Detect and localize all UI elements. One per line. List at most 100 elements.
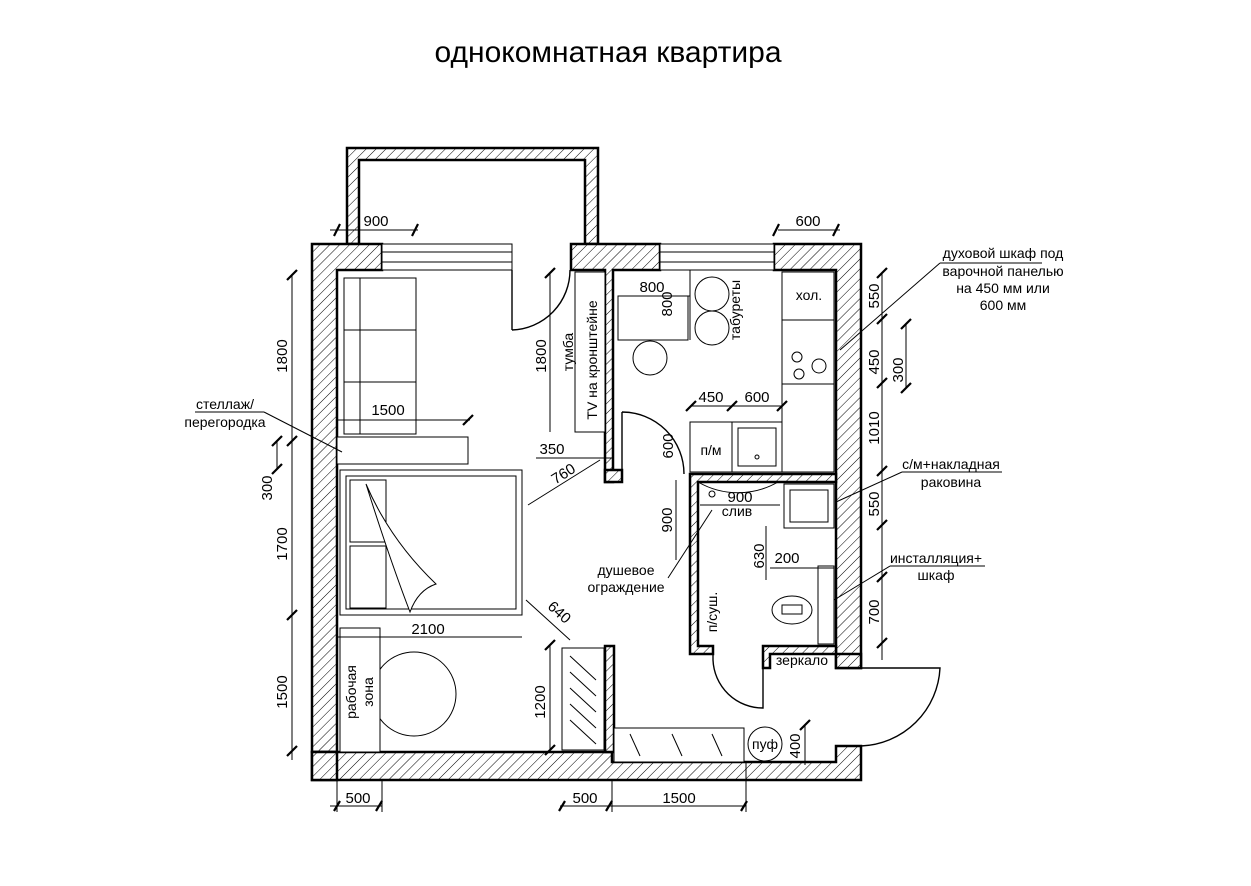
label-rabochaya: рабочая xyxy=(343,665,359,719)
counter xyxy=(781,383,835,473)
sofa xyxy=(343,277,417,435)
wall-bottom-left xyxy=(310,750,339,782)
dim-900-bath-v: 900 xyxy=(659,507,676,532)
window-kitchen xyxy=(659,243,775,271)
dim-630: 630 xyxy=(751,543,768,568)
furniture xyxy=(336,271,835,763)
dim-550-mid: 550 xyxy=(866,491,883,516)
room-labels: стеллаж/ перегородка тумба TV на кронште… xyxy=(184,245,1063,752)
doors xyxy=(511,269,941,747)
wall-kitchen-left-lower xyxy=(603,468,624,484)
washer-sink xyxy=(783,483,835,529)
cooktop xyxy=(781,319,835,385)
toilet xyxy=(771,595,813,625)
label-sm-1: с/м+накладная xyxy=(902,456,1000,472)
label-taburety: табуреты xyxy=(727,280,743,340)
blanket-fold xyxy=(365,483,437,614)
pillow xyxy=(349,545,387,609)
dimension-labels: 900 600 800 800 1800 1800 1500 300 1700 … xyxy=(259,213,907,807)
installation xyxy=(817,565,835,645)
wall-bathroom xyxy=(688,472,838,656)
pillow xyxy=(349,479,387,543)
dim-550-top: 550 xyxy=(866,283,883,308)
dim-600-top: 600 xyxy=(795,213,820,230)
dim-1700-left: 1700 xyxy=(274,527,291,560)
wall-bottom xyxy=(310,744,863,782)
dimension-lines xyxy=(195,223,1042,812)
plan-title: однокомнатная квартира xyxy=(434,36,781,69)
dishwasher xyxy=(689,421,733,473)
stool xyxy=(694,276,730,312)
label-duhovoy-3: на 450 мм или xyxy=(956,280,1050,296)
wall-partition xyxy=(603,644,616,754)
dim-1500-bottom: 1500 xyxy=(662,790,695,807)
dim-300-right: 300 xyxy=(890,357,907,382)
wall-bathroom-bottom xyxy=(761,644,863,670)
dim-1010: 1010 xyxy=(866,411,883,444)
dim-600-kitchen: 600 xyxy=(744,389,769,406)
label-sliv: слив xyxy=(722,503,752,519)
label-sm-2: раковина xyxy=(921,474,982,490)
dim-1800-left: 1800 xyxy=(274,339,291,372)
door-kitchen xyxy=(621,411,685,475)
dim-800-h: 800 xyxy=(639,279,664,296)
windows xyxy=(381,243,775,271)
label-peregorodka: перегородка xyxy=(184,414,265,430)
dim-900-bath: 900 xyxy=(727,489,752,506)
sink xyxy=(731,421,783,473)
pouf xyxy=(747,726,783,762)
hall-closet xyxy=(613,727,745,763)
dim-700: 700 xyxy=(866,599,883,624)
dim-200: 200 xyxy=(774,550,799,567)
label-puf: пуф xyxy=(752,736,778,752)
door-balcony xyxy=(511,269,571,331)
dim-800-v: 800 xyxy=(659,291,676,316)
fridge xyxy=(781,271,835,321)
dim-1800-mid: 1800 xyxy=(533,339,550,372)
dim-300-left: 300 xyxy=(259,475,276,500)
dim-1500-shelf: 1500 xyxy=(371,402,404,419)
desk xyxy=(339,627,381,753)
label-install-2: шкаф xyxy=(918,567,955,583)
shower-door xyxy=(697,481,779,494)
shelf-partition xyxy=(336,436,469,465)
label-hol: хол. xyxy=(796,287,822,303)
stool xyxy=(632,340,668,376)
dim-450-right: 450 xyxy=(866,349,883,374)
dim-600-door: 600 xyxy=(660,433,677,458)
label-zerkalo: зеркало xyxy=(776,652,828,668)
label-duhovoy-1: духовой шкаф под xyxy=(943,245,1064,261)
label-pm: п/м xyxy=(700,442,721,458)
label-tumba: тумба xyxy=(560,333,576,372)
window-left xyxy=(381,243,513,271)
door-bathroom xyxy=(712,654,764,709)
dim-2100: 2100 xyxy=(411,621,444,638)
label-psush: п/суш. xyxy=(704,592,720,633)
dim-400: 400 xyxy=(787,733,804,758)
walls xyxy=(310,146,863,782)
dim-1200: 1200 xyxy=(532,685,549,718)
label-tv: TV на кронштейне xyxy=(584,300,600,419)
label-duhovoy-4: 600 мм xyxy=(980,297,1027,313)
dim-500-left: 500 xyxy=(345,790,370,807)
round-rug xyxy=(371,651,457,737)
label-ograzhdenie: ограждение xyxy=(587,579,664,595)
label-zona: зона xyxy=(360,677,376,707)
dim-900-balcony: 900 xyxy=(363,213,388,230)
tv-stand xyxy=(574,271,606,433)
wardrobe xyxy=(561,647,605,751)
dining-table xyxy=(617,295,689,341)
dim-1500-left: 1500 xyxy=(274,675,291,708)
dim-350: 350 xyxy=(539,441,564,458)
label-duhovoy-2: варочной панелью xyxy=(942,263,1063,279)
door-entrance xyxy=(860,667,941,747)
dim-450: 450 xyxy=(698,389,723,406)
dim-640: 640 xyxy=(544,598,574,627)
dim-500-mid: 500 xyxy=(572,790,597,807)
label-dushevoe: душевое xyxy=(597,562,654,578)
label-stellazh: стеллаж/ xyxy=(196,396,254,412)
stool xyxy=(694,310,730,346)
dim-760: 760 xyxy=(548,460,578,488)
label-install-1: инсталляция+ xyxy=(890,550,982,566)
